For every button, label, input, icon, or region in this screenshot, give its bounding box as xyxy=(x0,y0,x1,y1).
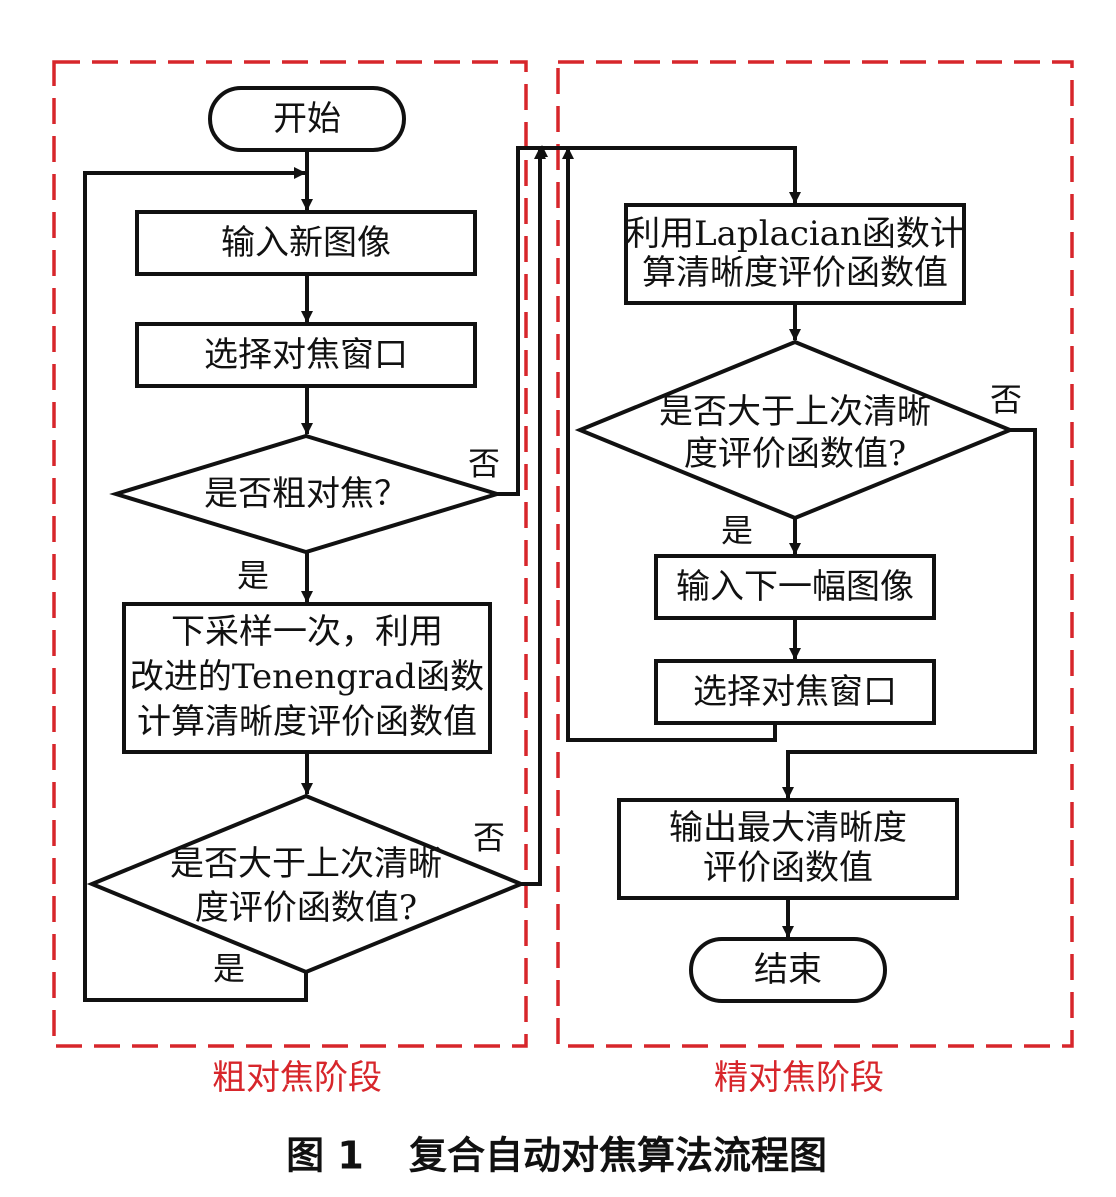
tenengrad-compute-line-2: 改进的Tenengrad函数 xyxy=(130,657,484,697)
laplacian-compute-line-2: 算清晰度评价函数值 xyxy=(642,253,948,293)
end-terminal-label: 结束 xyxy=(754,950,822,990)
edge-fine-entry-to-laplacian xyxy=(518,146,801,204)
figure-number: 图 1 xyxy=(286,1134,364,1178)
label-yes-coarse-compare: 是 xyxy=(213,950,245,988)
start-terminal-label: 开始 xyxy=(273,99,341,139)
coarse-compare-decision xyxy=(86,793,527,975)
coarse-focus-decision-label: 是否粗对焦？ xyxy=(204,474,408,514)
output-max-line-1: 输出最大清晰度 xyxy=(669,808,907,848)
input-new-image-box xyxy=(135,210,477,276)
edge-coarse-focus-no-to-fine xyxy=(497,145,548,496)
tenengrad-compute-box xyxy=(122,602,492,754)
label-yes-fine-compare: 是 xyxy=(721,512,753,550)
coarse-compare-line-1: 是否大于上次清晰 xyxy=(170,844,442,884)
label-no-coarse-focus: 否 xyxy=(468,445,500,483)
fine-select-focus-window-label: 选择对焦窗口 xyxy=(693,672,897,712)
edge-compare-yes-loop-back xyxy=(83,167,308,1002)
coarse-stage-label: 粗对焦阶段 xyxy=(212,1058,382,1098)
output-max-line-2: 评价函数值 xyxy=(703,848,873,888)
select-focus-window-label: 选择对焦窗口 xyxy=(204,335,408,375)
edge-coarse-compare-no-to-fine xyxy=(521,147,546,886)
end-terminal xyxy=(689,937,887,1003)
label-no-fine-compare: 否 xyxy=(990,381,1022,419)
edge-fine-compare-no-to-output xyxy=(782,428,1037,799)
label-yes-coarse-focus: 是 xyxy=(237,557,269,595)
fine-compare-line-2: 度评价函数值? xyxy=(684,434,906,474)
tenengrad-compute-line-1: 下采样一次，利用 xyxy=(171,612,443,652)
fine-stage-label: 精对焦阶段 xyxy=(714,1058,884,1098)
fine-select-focus-window-box xyxy=(654,659,936,725)
coarse-stage-frame xyxy=(52,60,528,1048)
fine-compare-line-1: 是否大于上次清晰 xyxy=(659,392,931,432)
laplacian-compute-line-1: 利用Laplacian函数计 xyxy=(626,214,964,254)
input-next-image-box xyxy=(654,554,936,620)
fine-stage-frame xyxy=(556,60,1074,1048)
edge-fine-select-loop-back xyxy=(562,147,777,742)
input-new-image-label: 输入新图像 xyxy=(221,223,391,263)
label-no-coarse-compare: 否 xyxy=(473,819,505,857)
tenengrad-compute-line-3: 计算清晰度评价函数值 xyxy=(137,702,477,742)
figure-title: 复合自动对焦算法流程图 xyxy=(409,1134,827,1178)
input-next-image-label: 输入下一幅图像 xyxy=(676,567,914,607)
coarse-compare-line-2: 度评价函数值? xyxy=(195,888,417,928)
